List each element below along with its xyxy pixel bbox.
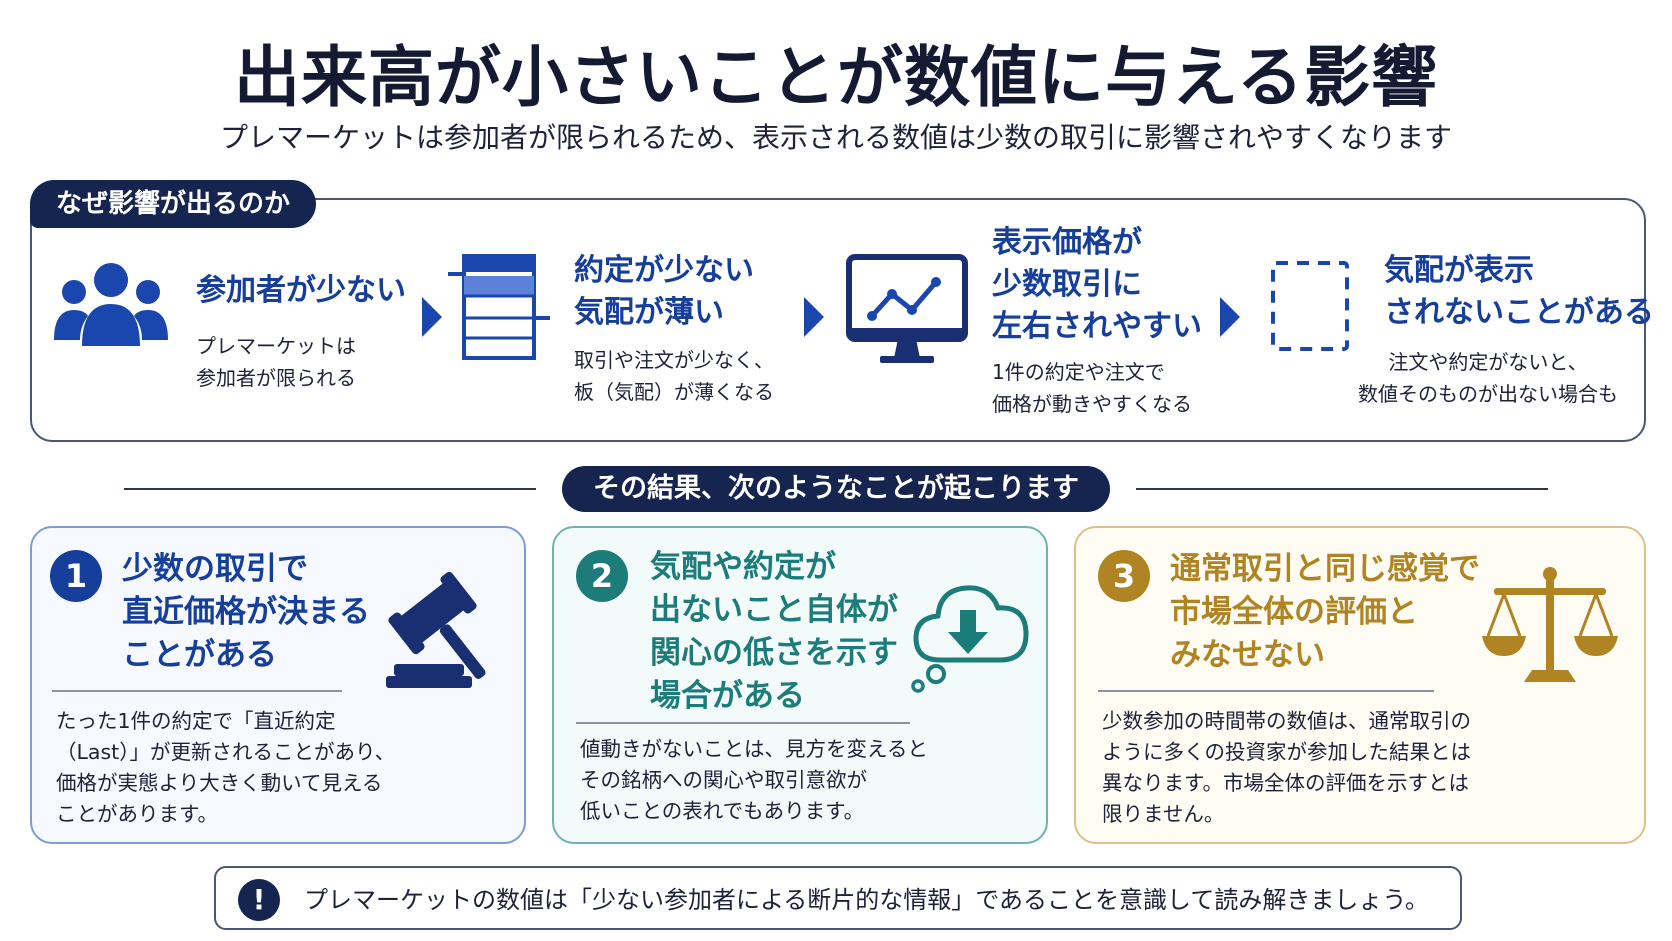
step-arrow-icon xyxy=(804,297,824,337)
card-number-badge: 3 xyxy=(1098,550,1150,602)
step-1-heading: 参加者が少ない xyxy=(196,273,406,308)
gavel-icon xyxy=(386,571,486,688)
step-2-description: 取引や注文が少なく、 板（気配）が薄くなる xyxy=(574,348,774,404)
result-card-1: 1 少数の取引で 直近価格が決まる ことがある たった1件の約定で「直近約定 （… xyxy=(30,526,526,844)
card-1-description: たった1件の約定で「直近約定 （Last）」が更新されることがあり、 価格が実態… xyxy=(56,709,396,826)
page-subtitle: プレマーケットは参加者が限られるため、表示される数値は少数の取引に影響されやすく… xyxy=(219,121,1452,154)
scales-icon xyxy=(1482,567,1618,682)
page-title: 出来高が小さいことが数値に与える影響 xyxy=(233,39,1439,116)
order-book-icon xyxy=(448,254,550,360)
result-card-2: 2 気配や約定が 出ないこと自体が 関心の低さを示す 場合がある 値動きがないこ… xyxy=(552,526,1048,844)
step-arrow-icon xyxy=(422,297,442,337)
card-divider xyxy=(576,722,910,724)
result-section-tag: その結果、次のようなことが起こります xyxy=(562,466,1110,512)
dashed-box-icon xyxy=(1271,261,1349,351)
card-3-description: 少数参加の時間帯の数値は、通常取引の ように多くの投資家が参加した結果とは 異な… xyxy=(1102,709,1471,826)
monitor-chart-icon xyxy=(846,254,968,363)
step-4-description: 注文や約定がないと、 数値そのものが出ない場合も xyxy=(1358,350,1618,406)
result-card-3: 3 通常取引と同じ感覚で 市場全体の評価と みなせない 少数参加の時間帯の数値は… xyxy=(1074,526,1646,844)
people-icon xyxy=(54,263,168,346)
step-4-heading: 気配が表示 されないことがある xyxy=(1384,253,1654,330)
step-3-heading: 表示価格が 少数取引に 左右されやすい xyxy=(992,225,1202,344)
step-2-heading: 約定が少ない 気配が薄い xyxy=(574,253,754,330)
card-number-badge: 2 xyxy=(576,550,628,602)
step-arrow-icon xyxy=(1220,297,1240,337)
card-number-badge: 1 xyxy=(50,550,102,602)
why-section-tag: なぜ影響が出るのか xyxy=(30,180,317,228)
step-3-description: 1件の約定や注文で 価格が動きやすくなる xyxy=(992,360,1192,416)
divider-left xyxy=(124,488,536,490)
cloud-down-icon xyxy=(911,585,1029,693)
card-2-heading: 気配や約定が 出ないこと自体が 関心の低さを示す 場合がある xyxy=(650,549,898,714)
note-text: プレマーケットの数値は「少ない参加者による断片的な情報」であることを意識して読み… xyxy=(304,886,1429,914)
card-divider xyxy=(52,690,342,692)
card-1-heading: 少数の取引で 直近価格が決まる ことがある xyxy=(122,551,370,673)
divider-right xyxy=(1136,488,1548,490)
note-banner: ! プレマーケットの数値は「少ない参加者による断片的な情報」であることを意識して… xyxy=(214,866,1462,930)
card-divider xyxy=(1098,690,1434,692)
why-section xyxy=(30,198,1646,442)
card-3-heading: 通常取引と同じ感覚で 市場全体の評価と みなせない xyxy=(1170,551,1480,673)
exclamation-icon: ! xyxy=(238,879,280,921)
step-1-description: プレマーケットは 参加者が限られる xyxy=(196,334,356,390)
card-2-description: 値動きがないことは、見方を変えると その銘柄への関心や取引意欲が 低いことの表れ… xyxy=(580,737,928,823)
